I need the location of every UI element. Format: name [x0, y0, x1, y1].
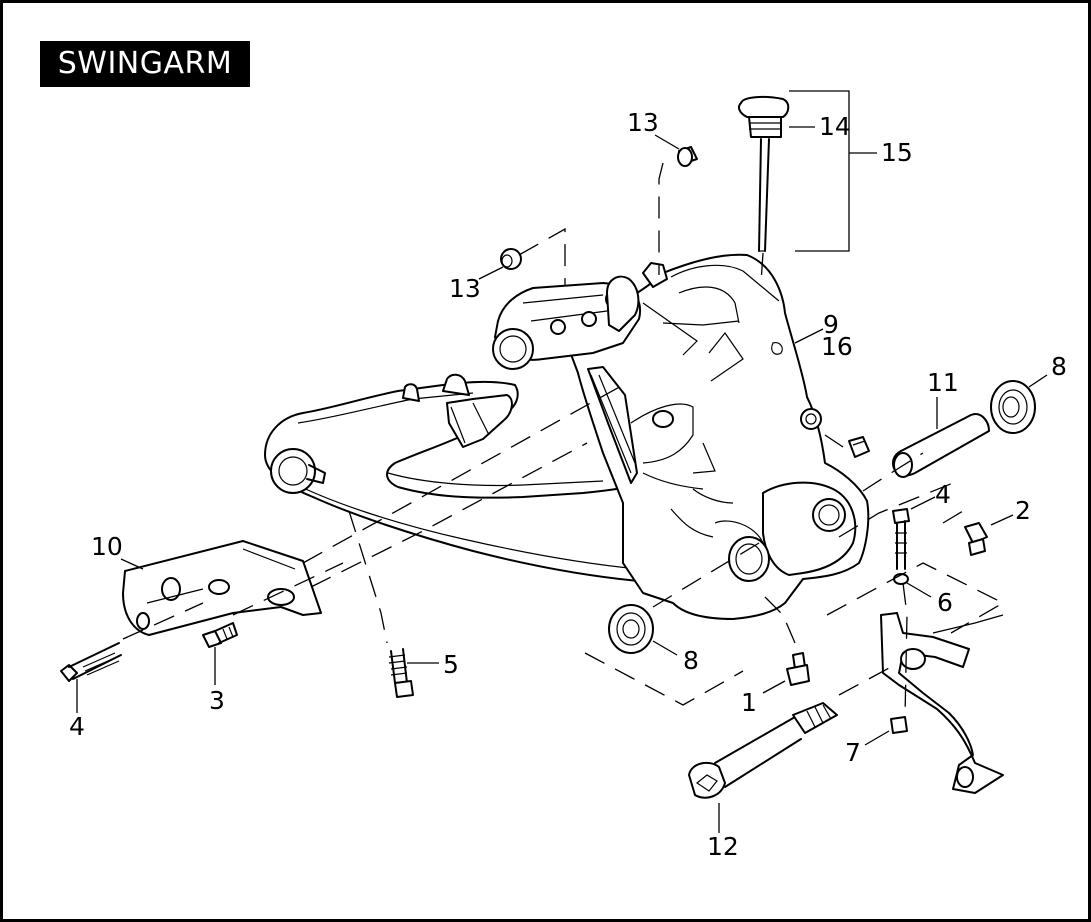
callout-13-upper: 13 [627, 108, 659, 137]
callout-3: 3 [209, 686, 225, 715]
part-dipstick [738, 95, 790, 252]
callout-5: 5 [443, 650, 459, 679]
callout-6: 6 [937, 588, 953, 617]
callout-8-right: 8 [1051, 352, 1067, 381]
part-short-screw [202, 622, 238, 648]
part-long-bolt-left [60, 642, 122, 682]
callout-11: 11 [927, 368, 959, 397]
callout-12: 12 [707, 832, 739, 861]
callout-14: 14 [819, 112, 851, 141]
callout-15: 15 [881, 138, 913, 167]
callout-9: 9 [823, 310, 839, 339]
part-bracket-plate [122, 540, 322, 636]
callout-2: 2 [1015, 496, 1031, 525]
part-long-bolt-right [892, 508, 910, 570]
part-nut [890, 716, 908, 734]
part-screw-5 [388, 648, 414, 698]
assembly-lines [122, 162, 1005, 718]
callout-4-right: 4 [935, 480, 951, 509]
part-fitting-2 [964, 522, 988, 556]
callout-1: 1 [741, 688, 757, 717]
leader-lines [76, 90, 1048, 833]
swingarm-drawing: 13 13 14 15 9 16 8 11 4 2 6 8 1 7 12 5 3… [60, 90, 1067, 861]
part-bushing-upper [677, 146, 698, 167]
callout-16: 16 [821, 332, 853, 361]
part-bearing-right [990, 380, 1036, 434]
callout-10: 10 [91, 532, 123, 561]
callout-8-lower: 8 [683, 646, 699, 675]
part-caliper-bracket [880, 612, 1004, 794]
callout-13-left: 13 [449, 274, 481, 303]
callout-4-left: 4 [69, 712, 85, 741]
callout-7: 7 [845, 738, 861, 767]
part-sleeve [892, 413, 990, 478]
callout-labels: 13 13 14 15 9 16 8 11 4 2 6 8 1 7 12 5 3… [69, 108, 1067, 861]
part-drain-plug [848, 436, 870, 458]
part-bleeder [786, 652, 810, 686]
swingarm-body [264, 253, 870, 620]
part-pivot-shaft [688, 702, 838, 799]
page-title: SWINGARM [40, 41, 250, 87]
part-bushing-left [500, 248, 522, 270]
part-bearing-lower [608, 604, 654, 654]
